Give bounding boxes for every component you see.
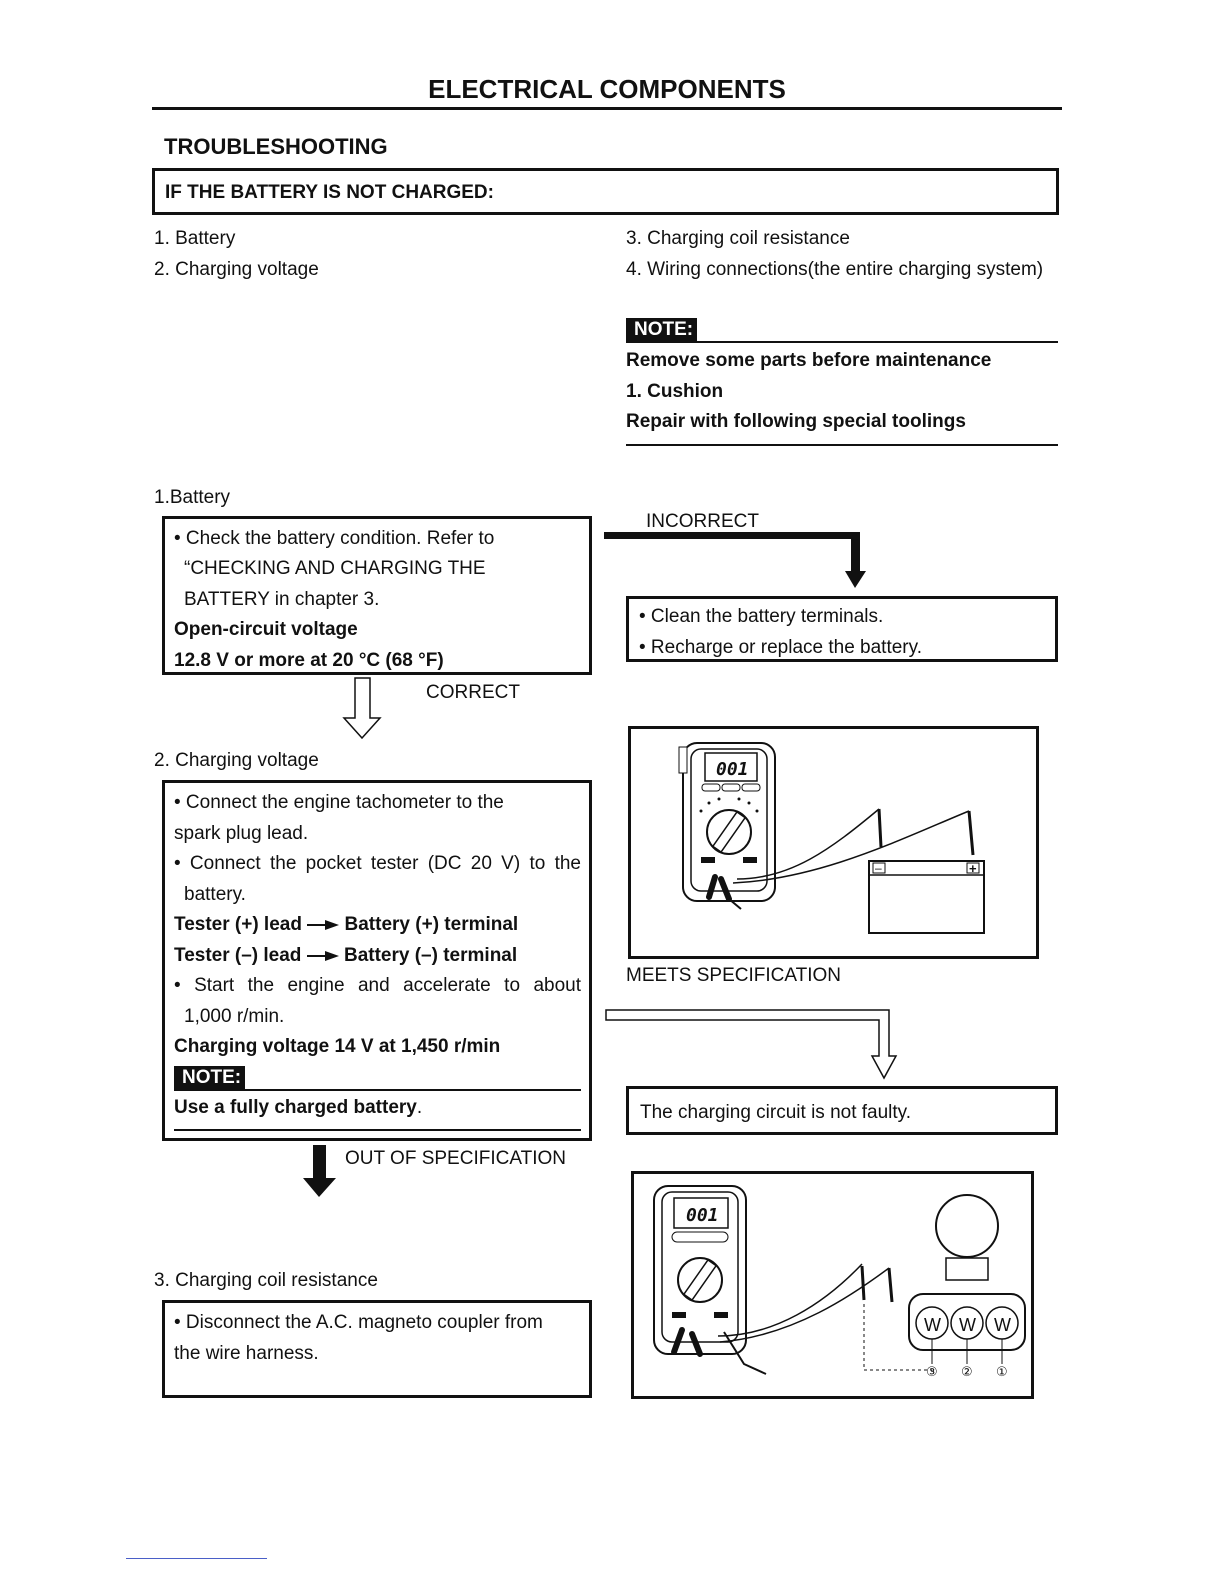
step2-note-rule-top (174, 1089, 581, 1091)
step1-spec-label: Open-circuit voltage (174, 619, 358, 640)
multimeter-illustration: 001 – + (678, 742, 985, 934)
battery-plus: + (969, 861, 977, 876)
step2-note-text: Use a fully charged battery. (174, 1097, 423, 1118)
remedy-line-2: • Recharge or replace the battery. (639, 637, 923, 658)
checklist-item-2: 2. Charging voltage (154, 259, 319, 280)
section-heading: TROUBLESHOOTING (164, 134, 388, 159)
step2-line-2: spark plug lead. (174, 823, 309, 844)
remedy-line-1: • Clean the battery terminals. (639, 606, 884, 627)
coupler-pin-2: W (959, 1315, 976, 1335)
step2-line-6: 1,000 r/min. (184, 1006, 285, 1027)
display-readout: 001 (686, 1205, 719, 1226)
condition-banner-text: IF THE BATTERY IS NOT CHARGED: (165, 182, 494, 203)
checklist-item-1: 1. Battery (154, 228, 236, 249)
terminal-number-1: ① (996, 1365, 1008, 1380)
note-line-1: Remove some parts before maintenance (626, 350, 992, 371)
figure-multimeter-coupler: 001 W W W ③ ② ① (631, 1171, 1034, 1399)
arrow-right-icon (306, 950, 339, 961)
step3-line-1: • Disconnect the A.C. magneto coupler fr… (174, 1312, 543, 1333)
step3-line-2: the wire harness. (174, 1343, 319, 1364)
page-title: ELECTRICAL COMPONENTS (428, 74, 786, 104)
checklist-item-4: 4. Wiring connections(the entire chargin… (626, 259, 1044, 280)
footer-rule (126, 1558, 267, 1559)
step1-line-1: • Check the battery condition. Refer to (174, 528, 495, 549)
title-rule (152, 107, 1062, 110)
step2-line-3: • Connect the pocket tester (DC 20 V) to… (174, 853, 581, 874)
ok-text: The charging circuit is not faulty. (640, 1102, 912, 1123)
step2-lead-plus: Tester (+) lead Battery (+) terminal (174, 914, 519, 935)
note-line-3: Repair with following special toolings (626, 411, 966, 432)
figure-multimeter-battery: 001 – + (628, 726, 1039, 959)
step2-line-4: battery. (184, 884, 246, 905)
step3-box: • Disconnect the A.C. magneto coupler fr… (162, 1300, 592, 1398)
display-readout: 001 (716, 759, 749, 780)
step2-line-5: • Start the engine and accelerate to abo… (174, 975, 581, 996)
note-top: NOTE: Remove some parts before maintenan… (626, 318, 1058, 450)
ok-box: The charging circuit is not faulty. (626, 1086, 1058, 1135)
note-line-2: 1. Cushion (626, 381, 724, 402)
note-tag: NOTE: (174, 1066, 246, 1090)
step2-heading: 2. Charging voltage (154, 750, 319, 771)
coupler-illustration: 001 W W W ③ ② ① (653, 1185, 1026, 1380)
step1-spec-value: 12.8 V or more at 20 °C (68 °F) (174, 650, 444, 671)
step2-spec: Charging voltage 14 V at 1,450 r/min (174, 1036, 501, 1057)
step2-lead-minus: Tester (–) lead Battery (–) terminal (174, 945, 518, 966)
coupler-pin-1: W (994, 1315, 1011, 1335)
step2-box: • Connect the engine tachometer to the s… (162, 780, 592, 1141)
step1-remedy-box: • Clean the battery terminals. • Recharg… (626, 596, 1058, 662)
terminal-number-2: ② (961, 1365, 973, 1380)
meets-label: MEETS SPECIFICATION (626, 965, 842, 986)
step2-line-1: • Connect the engine tachometer to the (174, 792, 504, 813)
incorrect-label: INCORRECT (646, 511, 759, 532)
step2-note-rule-bottom (174, 1129, 581, 1131)
arrow-right-icon (307, 919, 340, 930)
step1-line-3: BATTERY in chapter 3. (184, 589, 380, 610)
note-rule-bottom (626, 444, 1058, 446)
out-of-spec-label: OUT OF SPECIFICATION (345, 1148, 566, 1169)
condition-banner: IF THE BATTERY IS NOT CHARGED: (152, 168, 1059, 215)
checklist-item-3: 3. Charging coil resistance (626, 228, 850, 249)
note-tag: NOTE: (626, 318, 698, 342)
battery-minus: – (875, 861, 882, 875)
correct-label: CORRECT (426, 682, 520, 703)
note-rule-top (626, 341, 1058, 343)
step1-line-2: “CHECKING AND CHARGING THE (184, 558, 486, 579)
step1-box: • Check the battery condition. Refer to … (162, 516, 592, 675)
step1-heading: 1.Battery (154, 487, 231, 508)
terminal-number-3: ③ (926, 1365, 938, 1380)
step3-heading: 3. Charging coil resistance (154, 1270, 378, 1291)
coupler-pin-3: W (924, 1315, 941, 1335)
